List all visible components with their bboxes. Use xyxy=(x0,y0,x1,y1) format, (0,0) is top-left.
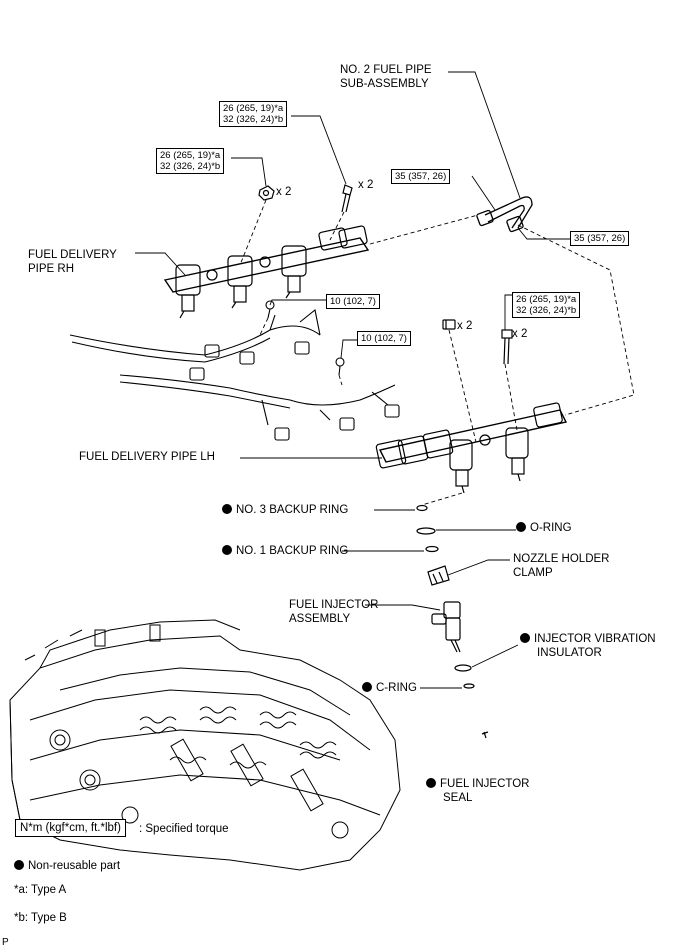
qty-lh-nut: x 2 xyxy=(457,320,473,332)
torque-box-pipe-right: 35 (357, 26) xyxy=(570,231,630,246)
label-line: SUB-ASSEMBLY xyxy=(340,78,429,90)
label-fuel-injector-assembly: FUEL INJECTOR ASSEMBLY xyxy=(289,598,378,626)
alignment-dashes xyxy=(239,199,635,506)
torque-box-rh-right: 26 (265, 19)*a 32 (326, 24)*b xyxy=(219,101,288,127)
label-text: C-RING xyxy=(376,682,417,694)
label-no3-backup-ring: NO. 3 BACKUP RING xyxy=(222,503,348,517)
torque-box-rh-left: 26 (265, 19)*a 32 (326, 24)*b xyxy=(156,148,225,174)
fuel-delivery-pipe-lh xyxy=(375,402,568,494)
torque-type-b: 32 (326, 24)*b xyxy=(223,114,284,125)
no2-fuel-pipe xyxy=(476,196,533,233)
non-reusable-dot-icon xyxy=(222,545,232,555)
torque-type-a: 26 (265, 19)*a xyxy=(223,103,284,114)
label-line: FUEL INJECTOR xyxy=(289,599,379,611)
fuel-injector-seal-part xyxy=(481,731,489,739)
no3-backup-ring-part xyxy=(416,504,428,512)
legend-torque-box: N*m (kgf*cm, ft.*lbf) xyxy=(15,819,126,837)
fuel-delivery-pipe-rh xyxy=(163,225,370,319)
non-reusable-dot-icon xyxy=(520,633,530,643)
label-line: PIPE RH xyxy=(28,263,75,275)
label-nozzle-holder-clamp: NOZZLE HOLDER CLAMP xyxy=(513,552,610,580)
rh-bolt xyxy=(341,184,353,213)
label-c-ring: C-RING xyxy=(362,681,417,695)
injector-vibration-insulator-part xyxy=(454,664,472,672)
torque-box-bracket-upper: 10 (102, 7) xyxy=(326,294,380,309)
non-reusable-dot-icon xyxy=(426,778,436,788)
non-reusable-dot-icon xyxy=(516,522,526,532)
torque-value: 35 (357, 26) xyxy=(574,233,626,244)
label-fuel-delivery-pipe-lh: FUEL DELIVERY PIPE LH xyxy=(79,451,215,463)
label-fuel-injector-seal: FUEL INJECTOR SEAL xyxy=(426,777,529,805)
torque-value: 10 (102, 7) xyxy=(361,333,407,344)
torque-value: 35 (357, 26) xyxy=(395,171,447,182)
lh-nut xyxy=(442,319,456,330)
nozzle-holder-clamp-part xyxy=(427,565,450,586)
torque-value: 10 (102, 7) xyxy=(330,296,376,307)
label-line: NOZZLE HOLDER xyxy=(513,553,610,565)
label-o-ring: O-RING xyxy=(516,521,572,535)
rh-nut xyxy=(258,185,275,201)
non-reusable-dot-icon xyxy=(14,860,24,870)
qty-rh-nut: x 2 xyxy=(276,186,292,198)
label-text: O-RING xyxy=(530,522,572,534)
rh-injectors xyxy=(175,245,307,319)
wire-harness xyxy=(69,300,400,441)
label-line: SEAL xyxy=(443,792,473,804)
label-line: INSULATOR xyxy=(537,647,602,659)
leader-lines xyxy=(135,71,572,689)
torque-box-bracket-lower: 10 (102, 7) xyxy=(357,331,411,346)
lh-bolt xyxy=(501,329,513,365)
label-no2-fuel-pipe: NO. 2 FUEL PIPE SUB-ASSEMBLY xyxy=(340,63,432,91)
no1-backup-ring-part xyxy=(425,545,439,553)
label-text: NO. 3 BACKUP RING xyxy=(236,504,349,516)
label-text: FUEL INJECTOR xyxy=(440,778,530,790)
torque-type-b: 32 (326, 24)*b xyxy=(516,305,577,316)
label-text: NO. 1 BACKUP RING xyxy=(236,545,349,557)
legend-type-a: *a: Type A xyxy=(14,884,67,896)
label-line: CLAMP xyxy=(513,567,553,579)
fuel-injector-part xyxy=(431,601,461,653)
torque-type-a: 26 (265, 19)*a xyxy=(160,150,221,161)
torque-type-a: 26 (265, 19)*a xyxy=(516,294,577,305)
engine-block xyxy=(9,619,401,871)
label-text: INJECTOR VIBRATION xyxy=(534,633,656,645)
torque-box-lh: 26 (265, 19)*a 32 (326, 24)*b xyxy=(512,292,581,318)
torque-type-b: 32 (326, 24)*b xyxy=(160,161,221,172)
o-ring-part xyxy=(416,527,436,535)
valve-springs xyxy=(139,706,337,769)
legend-non-reusable: Non-reusable part xyxy=(14,859,120,873)
label-line: ASSEMBLY xyxy=(289,613,351,625)
label-fuel-delivery-pipe-rh: FUEL DELIVERY PIPE RH xyxy=(28,248,117,276)
legend-type-b: *b: Type B xyxy=(14,912,67,924)
legend-text: Non-reusable part xyxy=(28,860,121,872)
torque-box-pipe-left: 35 (357, 26) xyxy=(391,169,451,184)
non-reusable-dot-icon xyxy=(222,504,232,514)
label-line: FUEL DELIVERY xyxy=(28,249,117,261)
qty-rh-bolt: x 2 xyxy=(358,179,374,191)
label-line: NO. 2 FUEL PIPE xyxy=(340,64,432,76)
label-no1-backup-ring: NO. 1 BACKUP RING xyxy=(222,544,348,558)
qty-lh-bolt: x 2 xyxy=(512,328,528,340)
c-ring-part xyxy=(463,683,475,689)
label-injector-vibration-insulator: INJECTOR VIBRATION INSULATOR xyxy=(520,632,656,660)
non-reusable-dot-icon xyxy=(362,682,372,692)
legend-torque-text: : Specified torque xyxy=(139,823,229,835)
footer-mark: P xyxy=(2,937,9,948)
